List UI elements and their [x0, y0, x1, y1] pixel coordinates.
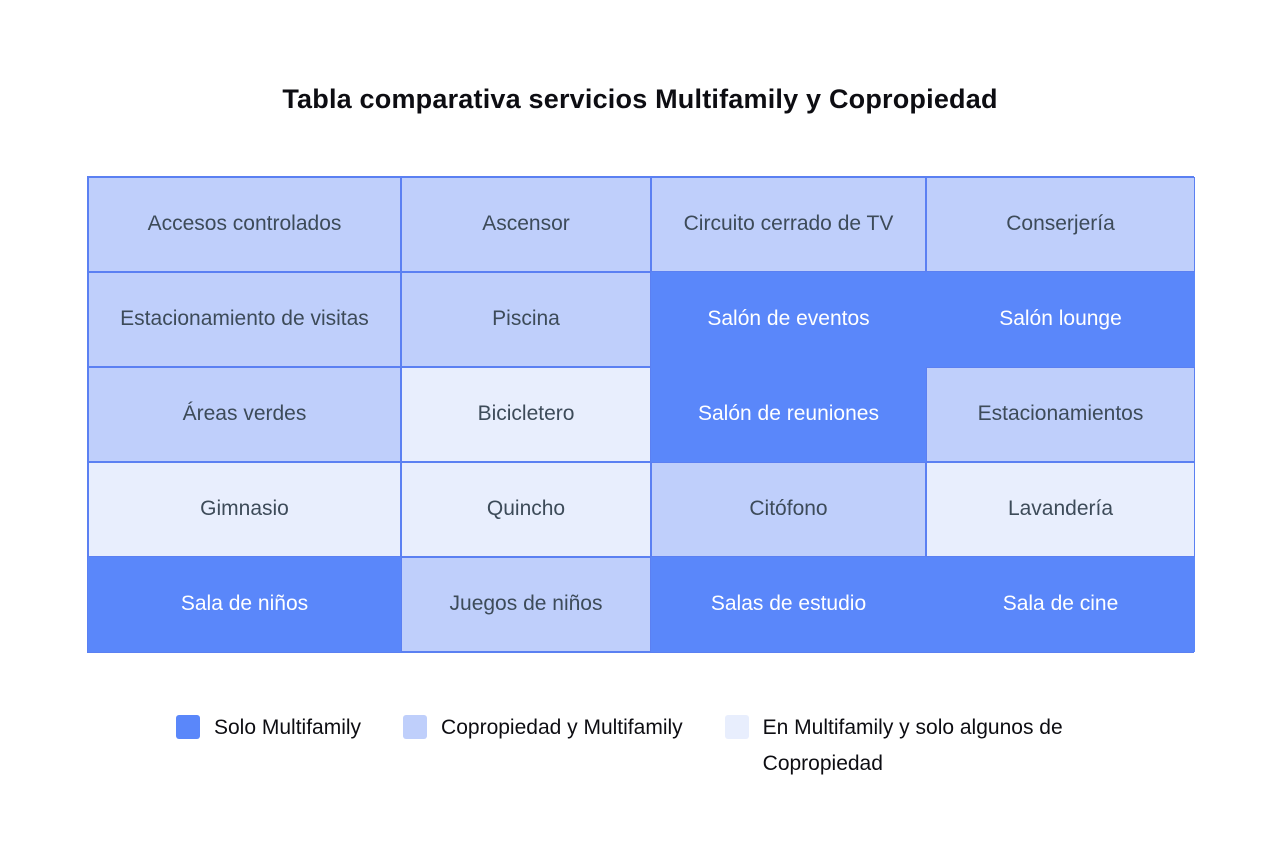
legend-swatch-solo [176, 715, 200, 739]
legend-item-solo: Solo Multifamily [176, 710, 361, 746]
table-cell: Salón de reuniones [651, 367, 926, 462]
table-cell: Salón de eventos [651, 272, 926, 367]
table-cell: Lavandería [926, 462, 1195, 557]
legend-label: Solo Multifamily [214, 716, 362, 739]
legend-item-copro: Copropiedad y Multifamily [403, 710, 683, 746]
table-cell: Piscina [401, 272, 651, 367]
table-cell: Áreas verdes [88, 367, 401, 462]
legend: Solo Multifamily Copropiedad y Multifamil… [176, 710, 1108, 781]
legend-swatch-copro [403, 715, 428, 739]
table-cell: Bicicletero [401, 367, 651, 462]
table-cell: Citófono [651, 462, 926, 557]
legend-label: Copropiedad y Multifamily [441, 716, 683, 739]
table-cell: Circuito cerrado de TV [651, 177, 926, 272]
table-cell: Salas de estudio [651, 557, 926, 652]
table-cell: Ascensor [401, 177, 651, 272]
table-cell: Estacionamiento de visitas [88, 272, 401, 367]
table-cell: Accesos controlados [88, 177, 401, 272]
table-cell: Juegos de niños [401, 557, 651, 652]
table-cell: Sala de cine [926, 557, 1195, 652]
table-cell: Conserjería [926, 177, 1195, 272]
table-cell: Gimnasio [88, 462, 401, 557]
legend-swatch-mixto [724, 715, 749, 739]
table-cell: Sala de niños [88, 557, 401, 652]
legend-item-mixto: En Multifamily y solo algunos de Copropi… [724, 710, 1108, 781]
legend-label: En Multifamily y solo algunos de Copropi… [762, 716, 1063, 775]
table-cell: Estacionamientos [926, 367, 1195, 462]
table-cell: Quincho [401, 462, 651, 557]
page-title: Tabla comparativa servicios Multifamily … [282, 84, 998, 114]
table-cell: Salón lounge [926, 272, 1195, 367]
